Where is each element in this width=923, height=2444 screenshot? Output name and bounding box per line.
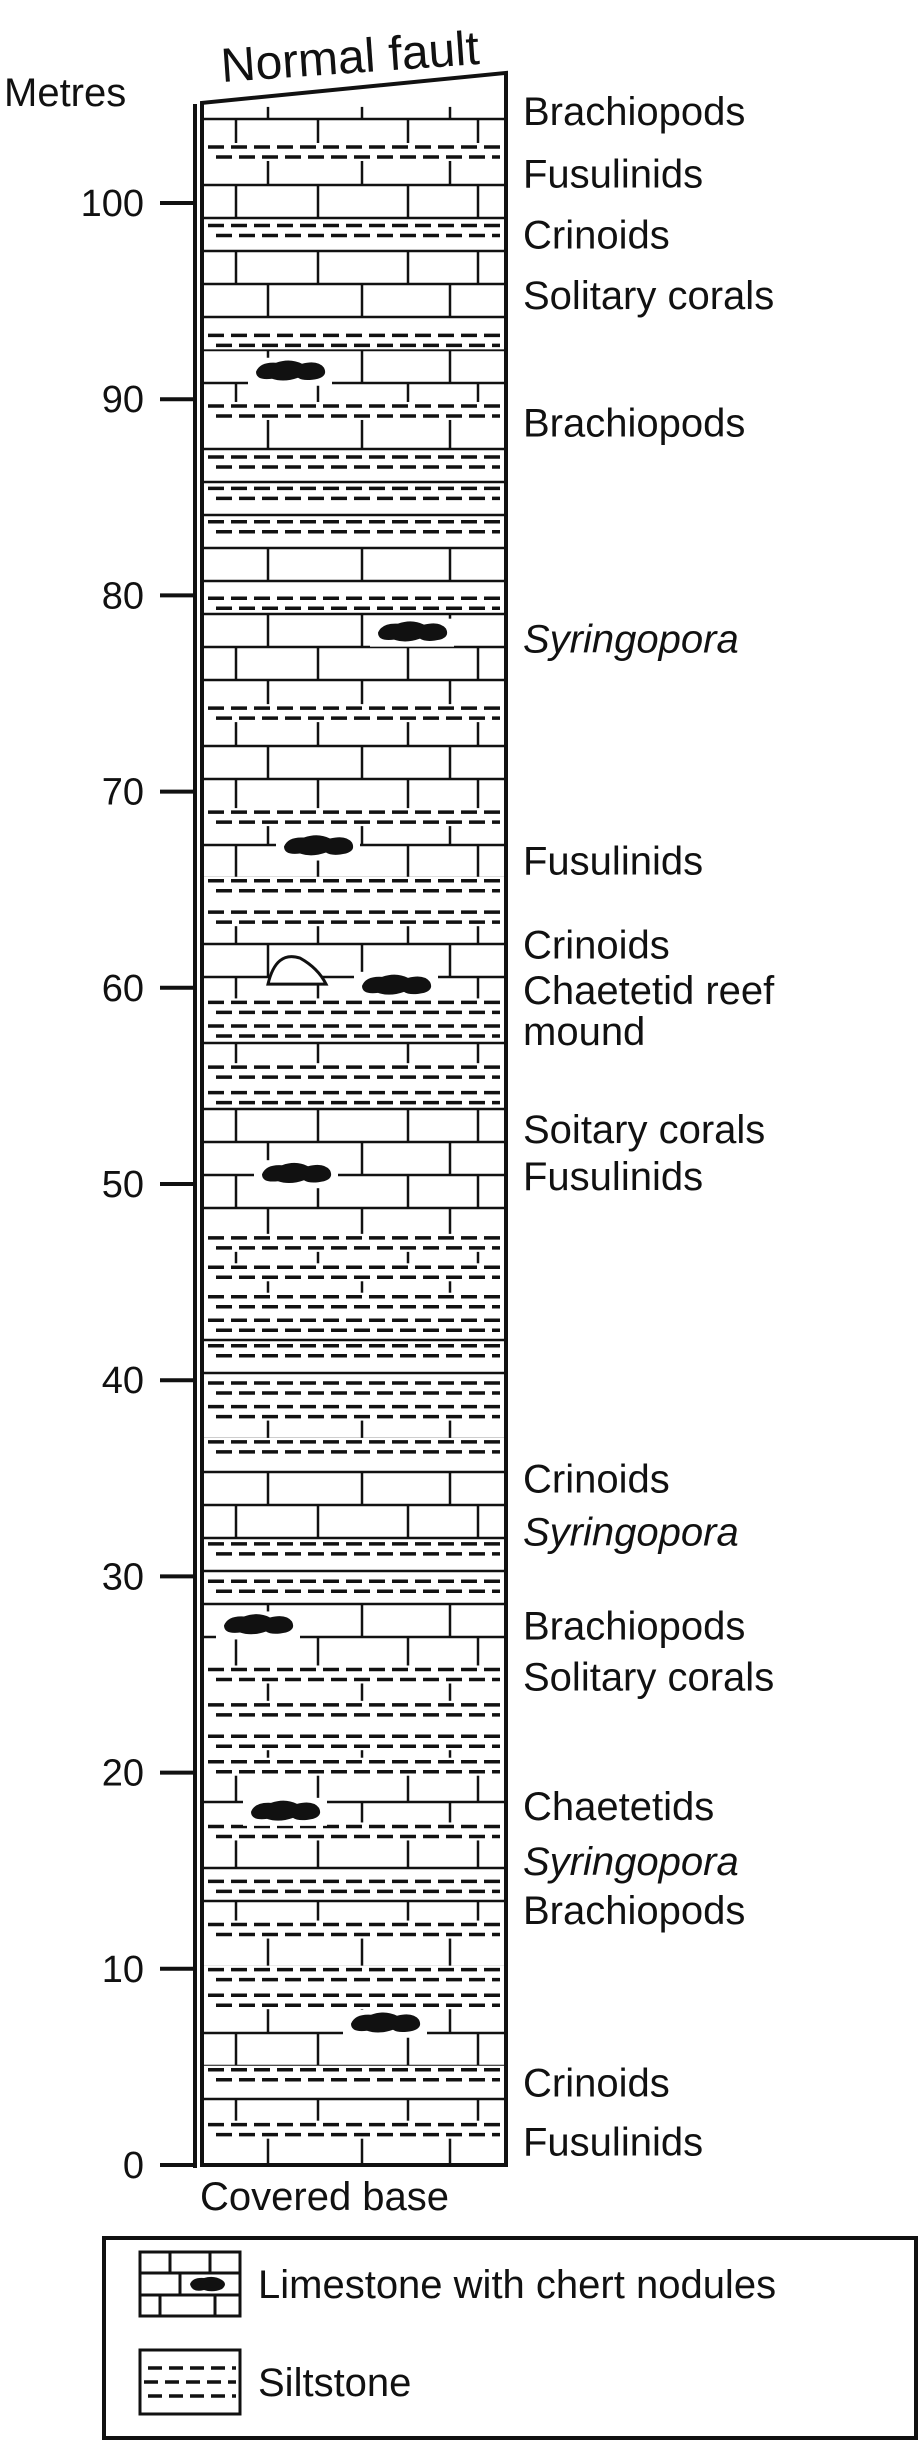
tick-label: 40 [102,1360,144,1402]
tick-label: 90 [102,379,144,421]
chert-nodule-icon [190,2276,225,2292]
reef-mound-icon [266,955,329,986]
chert-nodule [251,1800,321,1821]
tick-label: 10 [102,1949,144,1991]
tick-label: 20 [102,1753,144,1795]
tick-label: 70 [102,772,144,814]
column-outline [200,70,508,2167]
fossil-label: Syringopora [523,618,739,662]
legend-label-limestone: Limestone with chert nodules [258,2263,776,2307]
lithology-column [200,70,508,2167]
axis-title: Metres [4,71,126,115]
normal-fault-label: Normal fault [219,22,481,93]
fossil-label: mound [523,1010,645,1054]
chert-nodule [351,2012,421,2033]
legend-label-siltstone: Siltstone [258,2361,411,2405]
fossil-label: Brachiopods [523,402,745,446]
fossil-label: Chaetetid reef [523,969,775,1013]
fossil-label: Crinoids [523,213,670,257]
fossil-label: Crinoids [523,1457,670,1501]
fossil-label: Solitary corals [523,274,774,318]
chert-nodule [262,1162,332,1183]
fossil-label: Syringopora [523,1840,739,1884]
tick-label: 100 [81,183,144,225]
fossil-label: Fusulinids [523,2120,703,2164]
chert-nodule [362,974,432,995]
chert-nodule [224,1614,294,1635]
legend: Limestone with chert nodules Siltstone [102,2236,918,2440]
fossil-label: Fusulinids [523,153,703,197]
fossil-label: Brachiopods [523,1889,745,1933]
tick-label: 30 [102,1556,144,1598]
chert-nodule [256,360,326,381]
covered-base-label: Covered base [200,2175,449,2219]
tick-label: 50 [102,1164,144,1206]
tick-label: 0 [123,2145,144,2187]
fossil-label: Fusulinids [523,1155,703,1199]
tick-label: 60 [102,968,144,1010]
fossil-label: Chaetetids [523,1785,714,1829]
fossil-label: Brachiopods [523,1604,745,1648]
legend-box [102,2236,918,2440]
chert-nodule [378,621,448,642]
siltstone-swatch [138,2348,242,2416]
fossil-label: Solitary corals [523,1655,774,1699]
chert-nodule [284,835,354,856]
fossil-label: Soitary corals [523,1108,765,1152]
fossil-label: Syringopora [523,1510,739,1554]
fossil-label: Crinoids [523,2062,670,2106]
fossil-label: Brachiopods [523,90,745,134]
fossil-label: Fusulinids [523,839,703,883]
tick-label: 80 [102,575,144,617]
metres-axis: Metres 0 10 20 30 40 50 60 70 80 90 100 [4,71,197,2187]
limestone-chert-swatch [138,2250,242,2318]
fossil-label: Crinoids [523,924,670,968]
